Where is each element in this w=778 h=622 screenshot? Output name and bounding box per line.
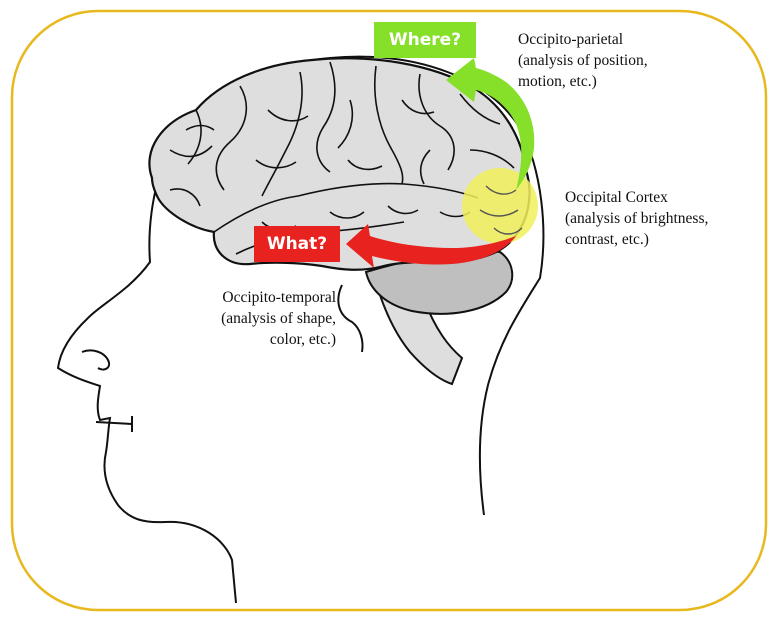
occipito-temporal-desc-2: color, etc.)	[269, 331, 336, 348]
occipital-cortex-desc-1: (analysis of brightness,	[565, 210, 709, 227]
occipital-cortex-highlight	[462, 168, 538, 244]
what-tag: What?	[266, 234, 328, 254]
occipital-cortex-label: Occipital Cortex (analysis of brightness…	[565, 187, 708, 250]
occipito-temporal-title: Occipito-temporal	[222, 289, 336, 306]
what-stream-arrow-body	[346, 224, 516, 268]
occipital-cortex-desc-2: contrast, etc.)	[565, 231, 649, 248]
occipital-gyri	[479, 185, 523, 235]
occipital-cortex-title: Occipital Cortex	[565, 189, 668, 206]
diagram-frame	[10, 9, 768, 612]
mouth-line	[95, 416, 133, 432]
where-stream-arrow-body	[446, 58, 535, 190]
occipito-parietal-title: Occipito-parietal	[518, 31, 624, 48]
what-tag-box	[254, 226, 340, 262]
occipito-parietal-desc-1: (analysis of position,	[518, 52, 648, 69]
occipito-parietal-label: Occipito-parietal (analysis of position,…	[518, 29, 648, 92]
where-tag-box	[374, 22, 476, 58]
occipito-parietal-desc-2: motion, etc.)	[518, 73, 597, 90]
occipito-temporal-label: Occipito-temporal (analysis of shape, co…	[186, 287, 336, 350]
where-tag: Where?	[388, 30, 462, 50]
head-profile-outline	[56, 55, 545, 604]
ear-outline	[337, 284, 364, 353]
nostril-outline	[81, 349, 110, 371]
occipito-temporal-desc-1: (analysis of shape,	[221, 310, 336, 327]
